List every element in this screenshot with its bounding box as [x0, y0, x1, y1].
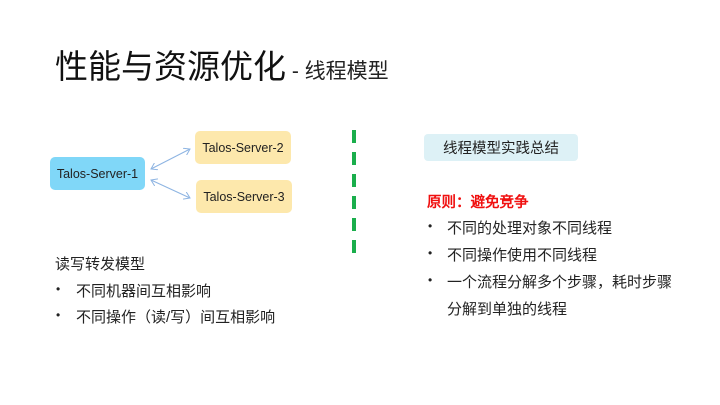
summary-label: 线程模型实践总结	[424, 134, 578, 161]
bullet-icon: •	[428, 219, 433, 233]
server-3-node: Talos-Server-3	[196, 180, 292, 213]
title-sub: - 线程模型	[286, 60, 389, 83]
page-title: 性能与资源优化 - 线程模型	[55, 40, 389, 88]
bullet-icon: •	[56, 308, 61, 322]
principle-text: 原则：避免竞争	[427, 195, 529, 211]
title-main: 性能与资源优化	[55, 48, 286, 85]
bullet-icon: •	[56, 282, 61, 296]
left-bullet-2: 不同操作（读/写）间互相影响	[76, 309, 276, 326]
right-bullet-3-cont: 分解到单独的线程	[447, 301, 568, 318]
right-bullet-1: 不同的处理对象不同线程	[447, 220, 613, 237]
dashed-divider	[352, 130, 356, 260]
left-heading: 读写转发模型	[55, 256, 146, 273]
server-1-node: Talos-Server-1	[50, 157, 145, 190]
server-2-node: Talos-Server-2	[195, 131, 291, 164]
right-bullet-2: 不同操作使用不同线程	[447, 247, 598, 264]
right-bullet-3: 一个流程分解多个步骤，耗时步骤	[447, 274, 673, 291]
left-bullet-1: 不同机器间互相影响	[76, 283, 212, 300]
arrow-server1-server3	[151, 180, 190, 198]
bullet-icon: •	[428, 273, 433, 287]
arrow-server1-server2	[151, 149, 190, 169]
bullet-icon: •	[428, 246, 433, 260]
